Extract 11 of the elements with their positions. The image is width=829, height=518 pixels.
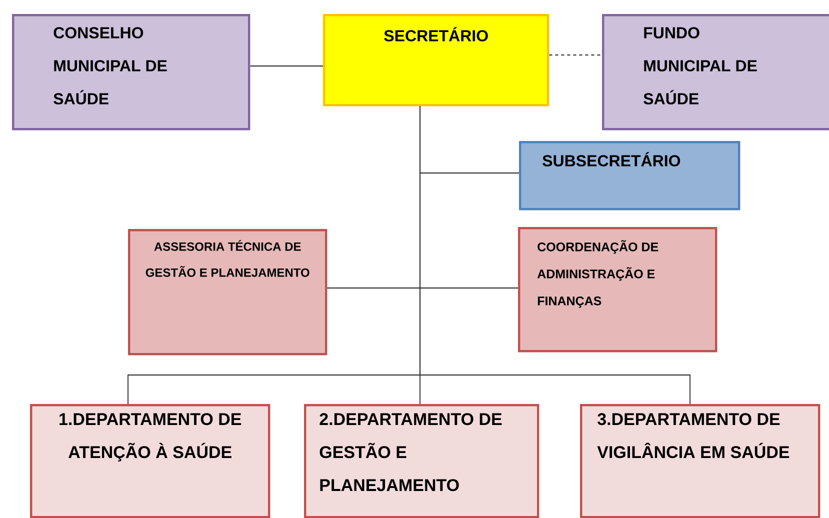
council-box: CONSELHO MUNICIPAL DE SAÚDE	[12, 14, 250, 130]
advisory-box: ASSESORIA TÉCNICA DE GESTÃO E PLANEJAMENTO	[128, 229, 328, 356]
coordination-box: COORDENAÇÃO DE ADMINISTRAÇÃO E FINANÇAS	[518, 227, 718, 352]
connector-line	[420, 106, 690, 404]
secretary-box: SECRETÁRIO	[323, 14, 550, 106]
department-box: 3.DEPARTAMENTO DE VIGILÂNCIA EM SAÚDE	[580, 404, 820, 518]
connector-line	[548, 54, 602, 56]
subsecretary-box: SUBSECRETÁRIO	[519, 141, 740, 210]
department-box: 1.DEPARTAMENTO DE ATENÇÃO À SAÚDE	[30, 404, 270, 518]
department-box: 2.DEPARTAMENTO DE GESTÃO E PLANEJAMENTO	[304, 404, 540, 518]
fund-box: FUNDO MUNICIPAL DE SAÚDE	[602, 14, 829, 130]
